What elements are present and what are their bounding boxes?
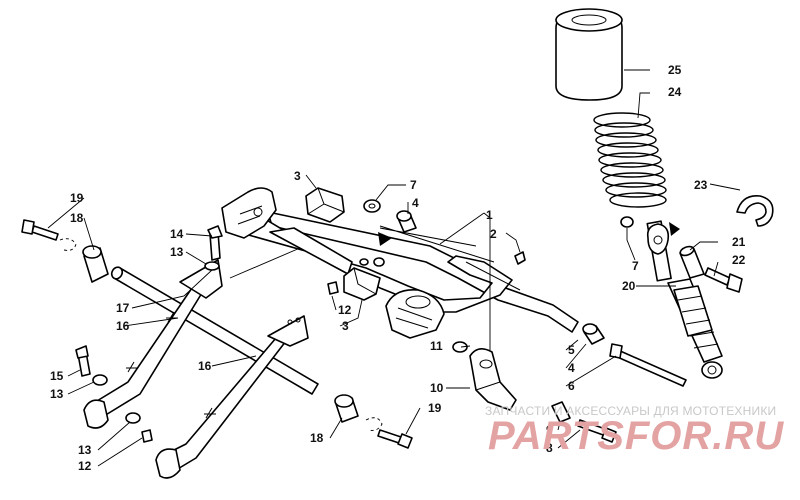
arm-bushing-upper-part[interactable] bbox=[305, 187, 345, 223]
callout-16-right: 16 bbox=[198, 359, 212, 373]
callout-4-right: 4 bbox=[568, 361, 575, 375]
bolt-19-left-part[interactable] bbox=[21, 219, 59, 241]
grease-fitting-part[interactable] bbox=[514, 251, 526, 265]
bolt-15-part[interactable] bbox=[75, 345, 91, 377]
lower-arm-right-part[interactable] bbox=[155, 315, 309, 479]
callout-13-bottom: 13 bbox=[78, 443, 92, 457]
callout-4-top: 4 bbox=[412, 196, 419, 210]
callout-3-lower: 3 bbox=[342, 319, 349, 333]
arm-bushing-lower-part[interactable] bbox=[343, 267, 381, 301]
callout-19-left: 19 bbox=[70, 191, 84, 205]
callout-7-top: 7 bbox=[410, 178, 417, 192]
callout-1: 1 bbox=[486, 208, 493, 222]
pivot-bracket-left-part[interactable] bbox=[221, 187, 277, 239]
spacer-part[interactable] bbox=[679, 245, 705, 279]
callout-7-right: 7 bbox=[632, 259, 639, 273]
bolt-8-part[interactable] bbox=[577, 419, 617, 443]
bushing-7-top-part[interactable] bbox=[363, 199, 381, 213]
nut-12-bottom-part[interactable] bbox=[141, 429, 153, 443]
pointer-arrow bbox=[669, 222, 680, 236]
mount-bracket-part[interactable] bbox=[469, 348, 517, 411]
callout-18-right: 18 bbox=[310, 431, 324, 445]
pivot-bracket-right-part[interactable] bbox=[385, 289, 445, 339]
callout-19-right: 19 bbox=[428, 401, 442, 415]
callout-17: 17 bbox=[116, 301, 130, 315]
shock-bolt-part[interactable] bbox=[704, 267, 743, 293]
washer-part[interactable] bbox=[359, 258, 369, 266]
callout-13-left: 13 bbox=[50, 387, 64, 401]
bushing-4-right-part[interactable] bbox=[582, 323, 605, 345]
callout-24: 24 bbox=[668, 85, 682, 99]
callout-2: 2 bbox=[490, 227, 497, 241]
pointer-arrow bbox=[378, 232, 392, 246]
washer-part[interactable] bbox=[373, 257, 385, 267]
callout-9: 9 bbox=[546, 423, 553, 437]
callout-12-mid: 12 bbox=[338, 303, 352, 317]
callout-labels: 25 24 23 21 22 7 20 3 7 4 1 2 14 13 12 3… bbox=[50, 63, 746, 473]
callout-13-top: 13 bbox=[170, 245, 184, 259]
bushing-4-top-part[interactable] bbox=[396, 210, 417, 233]
bolt-14-part[interactable] bbox=[207, 225, 223, 261]
callout-5: 5 bbox=[568, 343, 575, 357]
washer-13-top-part[interactable] bbox=[204, 261, 220, 271]
washer-13-bottom-part[interactable] bbox=[125, 412, 141, 424]
watermark-caption: ЗАПЧАСТИ И АКСЕССУАРЫ ДЛЯ МОТОТЕХНИКИ bbox=[485, 404, 777, 418]
shock-bushing-part[interactable] bbox=[620, 216, 634, 228]
watermark-logo: PARTSFOR.RU bbox=[488, 414, 785, 458]
bump-stop-part[interactable] bbox=[555, 8, 623, 101]
callout-22: 22 bbox=[732, 253, 746, 267]
callout-23: 23 bbox=[694, 178, 708, 192]
callout-3-top: 3 bbox=[294, 169, 301, 183]
end-bushing-right-part[interactable] bbox=[334, 394, 359, 423]
callout-21: 21 bbox=[732, 235, 746, 249]
washer-13-left-part[interactable] bbox=[92, 374, 108, 386]
sleeve-9-part[interactable] bbox=[551, 401, 571, 423]
callout-12-bottom: 12 bbox=[78, 459, 92, 473]
callout-15: 15 bbox=[50, 369, 64, 383]
bolt-19-right-part[interactable] bbox=[377, 429, 413, 449]
callout-18-left: 18 bbox=[70, 211, 84, 225]
end-bushing-left-part[interactable] bbox=[82, 245, 109, 283]
callout-20: 20 bbox=[622, 279, 636, 293]
callout-8: 8 bbox=[546, 441, 553, 455]
lower-arm-left-part[interactable] bbox=[83, 259, 223, 429]
callout-10: 10 bbox=[430, 381, 444, 395]
axle-bolt-part[interactable] bbox=[609, 343, 687, 387]
shock-absorber-part[interactable] bbox=[646, 220, 723, 379]
snap-ring-part[interactable] bbox=[736, 195, 774, 227]
callout-14: 14 bbox=[170, 227, 184, 241]
callout-11: 11 bbox=[430, 339, 443, 353]
callout-25: 25 bbox=[668, 63, 682, 77]
spring-part[interactable] bbox=[593, 112, 667, 212]
plug-part[interactable] bbox=[327, 281, 339, 295]
bushing-11-part[interactable] bbox=[452, 341, 468, 353]
leader-lines bbox=[47, 69, 741, 467]
callout-16-left: 16 bbox=[116, 319, 130, 333]
callout-6: 6 bbox=[568, 379, 575, 393]
